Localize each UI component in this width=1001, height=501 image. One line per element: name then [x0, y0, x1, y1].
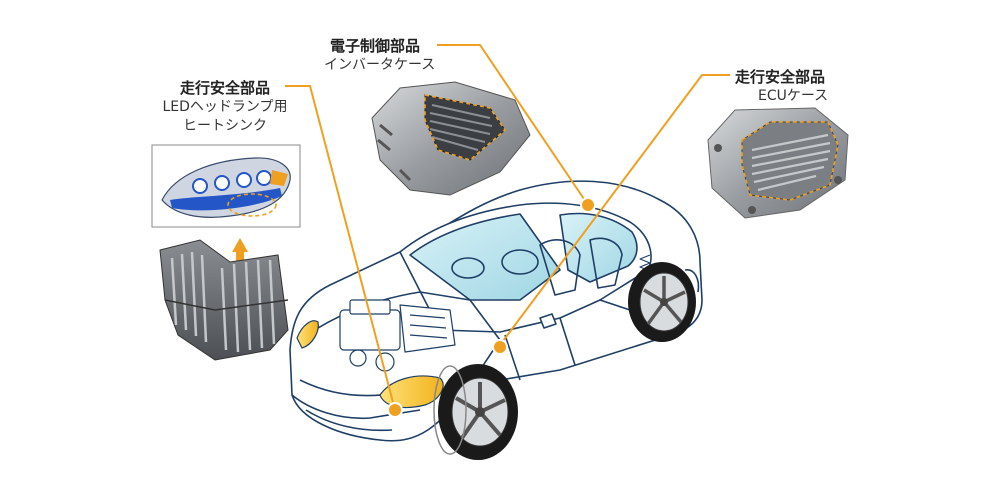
- callout-category: 電子制御部品: [330, 37, 421, 55]
- leader-endpoints: [387, 197, 596, 418]
- front-wheel: [433, 364, 518, 460]
- callout-part-name: LEDヘッドランプ用: [162, 99, 288, 115]
- car-illustration: [289, 180, 703, 442]
- arrow-up-icon: [232, 238, 248, 262]
- leader-lines: [285, 44, 730, 411]
- headlamp-closeup: [151, 144, 301, 228]
- headlamp-glow: [296, 320, 444, 409]
- callout-inverter-case: 電子制御部品 インバータケース: [318, 37, 458, 75]
- inverter-case-photo: [371, 81, 531, 196]
- callout-part-name: ECUケース: [758, 88, 829, 104]
- callout-headlamp-heatsink: 走行安全部品 LEDヘッドランプ用 ヒートシンク: [160, 79, 290, 136]
- rear-wheel: [628, 262, 696, 342]
- ecu-case-photo: [707, 107, 849, 219]
- callout-part-name: インバータケース: [324, 57, 436, 73]
- heatsink-photo: [159, 239, 289, 361]
- callout-ecu-case: 走行安全部品 ECUケース: [735, 68, 855, 106]
- callout-part-name-line2: ヒートシンク: [183, 118, 267, 134]
- callout-category: 走行安全部品: [735, 68, 826, 86]
- callout-category: 走行安全部品: [179, 79, 270, 97]
